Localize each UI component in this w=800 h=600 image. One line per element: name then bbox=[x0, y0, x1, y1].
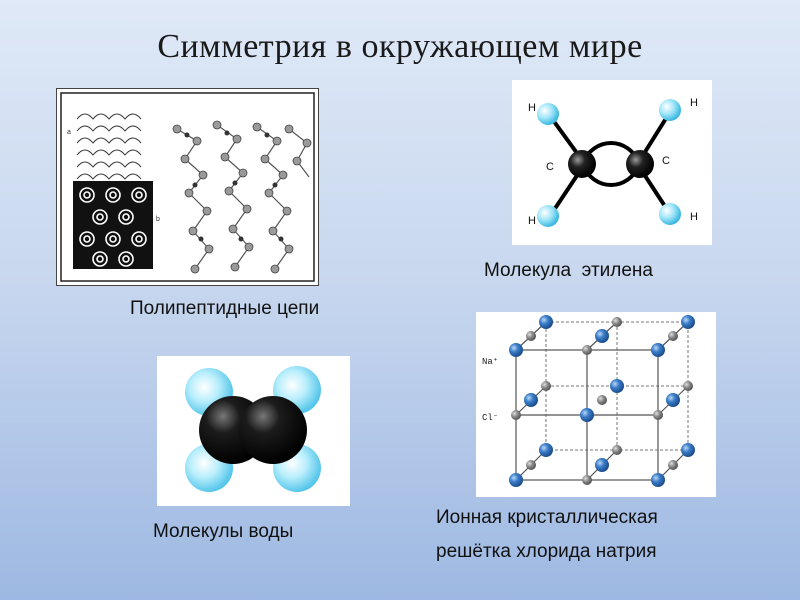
na-ion bbox=[509, 343, 523, 357]
polypeptide-image: a b bbox=[56, 88, 319, 286]
na-ion bbox=[651, 343, 665, 357]
scale-pattern bbox=[76, 113, 142, 180]
carbon-atom bbox=[626, 150, 654, 178]
ethylene-image: H H H H C C bbox=[512, 80, 712, 245]
na-ion bbox=[524, 393, 538, 407]
caption-ethylene: Молекула этилена bbox=[484, 260, 653, 281]
oxygen-atom bbox=[239, 396, 307, 464]
na-ion bbox=[610, 379, 624, 393]
cl-ion bbox=[511, 410, 521, 420]
na-ion bbox=[651, 473, 665, 487]
swirl-pattern bbox=[73, 181, 153, 269]
cl-ion bbox=[597, 395, 607, 405]
na-ion bbox=[595, 458, 609, 472]
cl-ion bbox=[612, 317, 622, 327]
label-h: H bbox=[528, 215, 536, 227]
na-ion bbox=[509, 473, 523, 487]
nacl-lattice-image: Na⁺ Cl⁻ bbox=[476, 312, 716, 497]
cl-ion bbox=[526, 460, 536, 470]
label-b: b bbox=[156, 216, 160, 223]
label-a: a bbox=[67, 129, 71, 136]
na-ion bbox=[539, 443, 553, 457]
peptide-chains bbox=[172, 120, 312, 274]
label-h: H bbox=[690, 97, 698, 109]
hydrogen-atom bbox=[659, 99, 681, 121]
cl-ion bbox=[683, 381, 693, 391]
caption-nacl-line1: Ионная кристаллическая bbox=[436, 507, 658, 528]
na-ion bbox=[580, 408, 594, 422]
na-ion bbox=[595, 329, 609, 343]
label-na: Na⁺ bbox=[482, 357, 498, 367]
slide-title: Симметрия в окружающем мире bbox=[157, 28, 643, 65]
cl-ion bbox=[541, 381, 551, 391]
caption-polypeptide: Полипептидные цепи bbox=[130, 298, 320, 319]
cl-ion bbox=[653, 410, 663, 420]
label-cl: Cl⁻ bbox=[482, 413, 498, 423]
na-ion bbox=[539, 315, 553, 329]
cl-ion bbox=[668, 331, 678, 341]
hydrogen-atom bbox=[537, 103, 559, 125]
label-c: C bbox=[546, 161, 554, 173]
hydrogen-atom bbox=[659, 203, 681, 225]
caption-water: Молекулы воды bbox=[153, 521, 294, 542]
label-h: H bbox=[528, 102, 536, 114]
caption-nacl-line2: решётка хлорида натрия bbox=[436, 541, 657, 562]
cl-ion bbox=[668, 460, 678, 470]
cl-ion bbox=[582, 475, 592, 485]
cl-ion bbox=[582, 345, 592, 355]
hydrogen-atom bbox=[537, 205, 559, 227]
na-ion bbox=[681, 315, 695, 329]
cl-ion bbox=[612, 445, 622, 455]
label-h: H bbox=[690, 211, 698, 223]
cl-ion bbox=[526, 331, 536, 341]
na-ion bbox=[666, 393, 680, 407]
label-c: C bbox=[662, 155, 670, 167]
na-ion bbox=[681, 443, 695, 457]
water-image bbox=[157, 356, 350, 506]
carbon-atom bbox=[568, 150, 596, 178]
